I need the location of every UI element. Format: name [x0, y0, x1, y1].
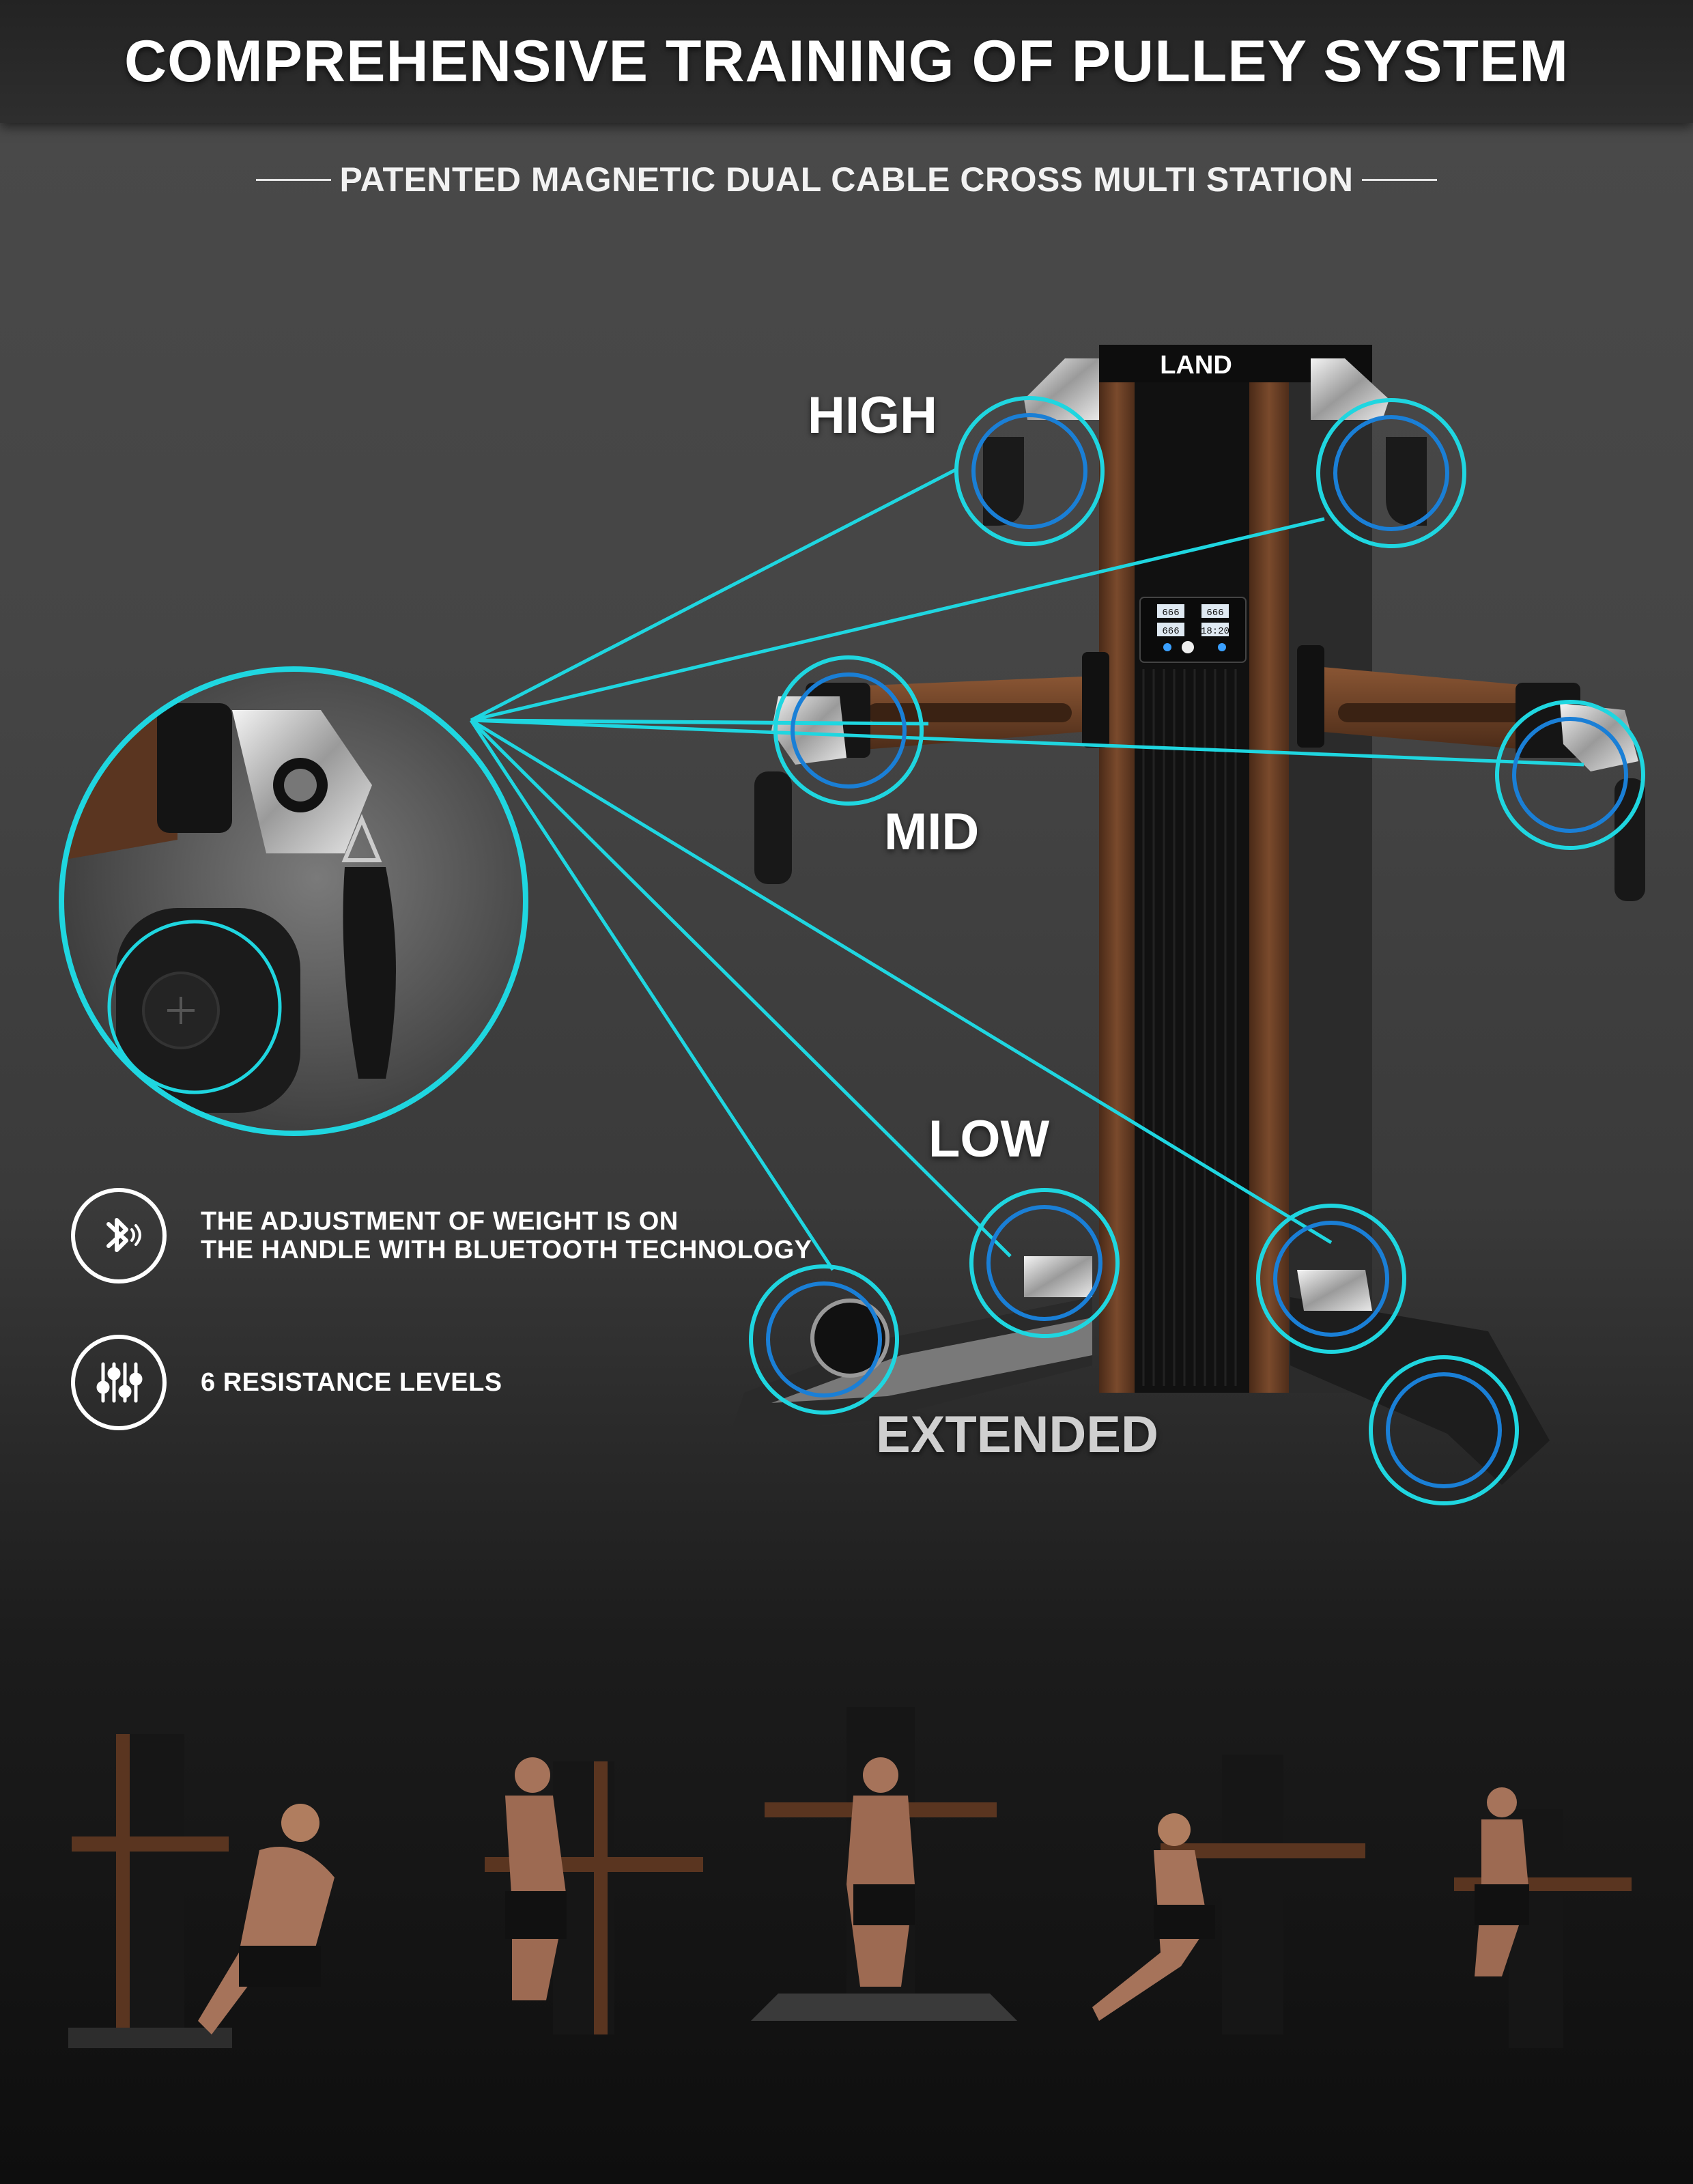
machine-column: [1099, 345, 1372, 1393]
machine-base: [730, 1256, 1550, 1485]
zoom-detail-bubble: [59, 666, 528, 1136]
ring-extended-right: [1369, 1355, 1519, 1505]
console-readout: 666: [1206, 608, 1223, 619]
feature-resistance-line1: 6 RESISTANCE LEVELS: [201, 1368, 502, 1397]
highlight-rings: [749, 396, 1645, 1505]
zoom-bubble-outline: [59, 666, 528, 1136]
feature-resistance-text: 6 RESISTANCE LEVELS: [201, 1368, 502, 1397]
ring-mid-left: [773, 655, 924, 806]
zoom-inner-ring: [107, 920, 282, 1094]
subtitle-divider-right: [1361, 178, 1437, 181]
zoom-handle: [343, 867, 396, 1079]
left-arm: [806, 652, 1109, 758]
scene-2: [485, 1757, 703, 2034]
console-display: 666 666 666 18:20: [1139, 597, 1247, 663]
sliders-icon: [71, 1335, 167, 1430]
label-high: HIGH: [808, 386, 937, 444]
wood-panel-right: [1249, 345, 1289, 1393]
label-low: LOW: [928, 1110, 1050, 1168]
mid-pulley-left: [754, 696, 846, 884]
ring-extended-left: [749, 1264, 899, 1415]
console-readout: 18:20: [1201, 626, 1229, 637]
feature-bluetooth-line1: THE ADJUSTMENT OF WEIGHT IS ON: [201, 1207, 679, 1236]
high-pulley-left: [983, 358, 1099, 526]
athlete-scenes: [68, 1707, 1632, 2048]
console-readout: 666: [1162, 608, 1179, 619]
scene-3: [751, 1707, 1017, 2021]
mid-pulley-right: [1560, 703, 1645, 901]
feature-resistance: 6 RESISTANCE LEVELS: [71, 1335, 502, 1430]
label-extended: EXTENDED: [876, 1406, 1158, 1464]
ring-high-left: [954, 396, 1105, 546]
ring-low-right: [1256, 1204, 1406, 1354]
feature-bluetooth-line2: THE HANDLE WITH BLUETOOTH TECHNOLOGY: [201, 1236, 812, 1264]
ring-mid-right: [1495, 700, 1645, 850]
feature-bluetooth-text: THE ADJUSTMENT OF WEIGHT IS ON THE HANDL…: [201, 1207, 812, 1264]
wood-panel-left: [1099, 345, 1135, 1393]
page-title: COMPREHENSIVE TRAINING OF PULLEY SYSTEM: [124, 28, 1569, 94]
label-mid: MID: [884, 803, 980, 861]
subtitle: PATENTED MAGNETIC DUAL CABLE CROSS MULTI…: [339, 160, 1354, 199]
ring-low-left: [969, 1188, 1120, 1338]
leader-lines: [469, 468, 1584, 1271]
subtitle-divider-left: [256, 178, 332, 181]
subtitle-row: PATENTED MAGNETIC DUAL CABLE CROSS MULTI…: [0, 156, 1693, 203]
scene-1: [68, 1734, 335, 2048]
header-bar: COMPREHENSIVE TRAINING OF PULLEY SYSTEM: [0, 0, 1693, 123]
console-readout: 666: [1162, 626, 1179, 637]
feature-bluetooth: THE ADJUSTMENT OF WEIGHT IS ON THE HANDL…: [71, 1188, 812, 1284]
bluetooth-icon: [71, 1188, 167, 1284]
scene-4: [1092, 1755, 1365, 2034]
scene-5: [1454, 1787, 1632, 2048]
brand-logo: LAND: [1160, 351, 1232, 380]
ring-high-right: [1316, 398, 1466, 548]
right-arm: [1297, 645, 1580, 758]
